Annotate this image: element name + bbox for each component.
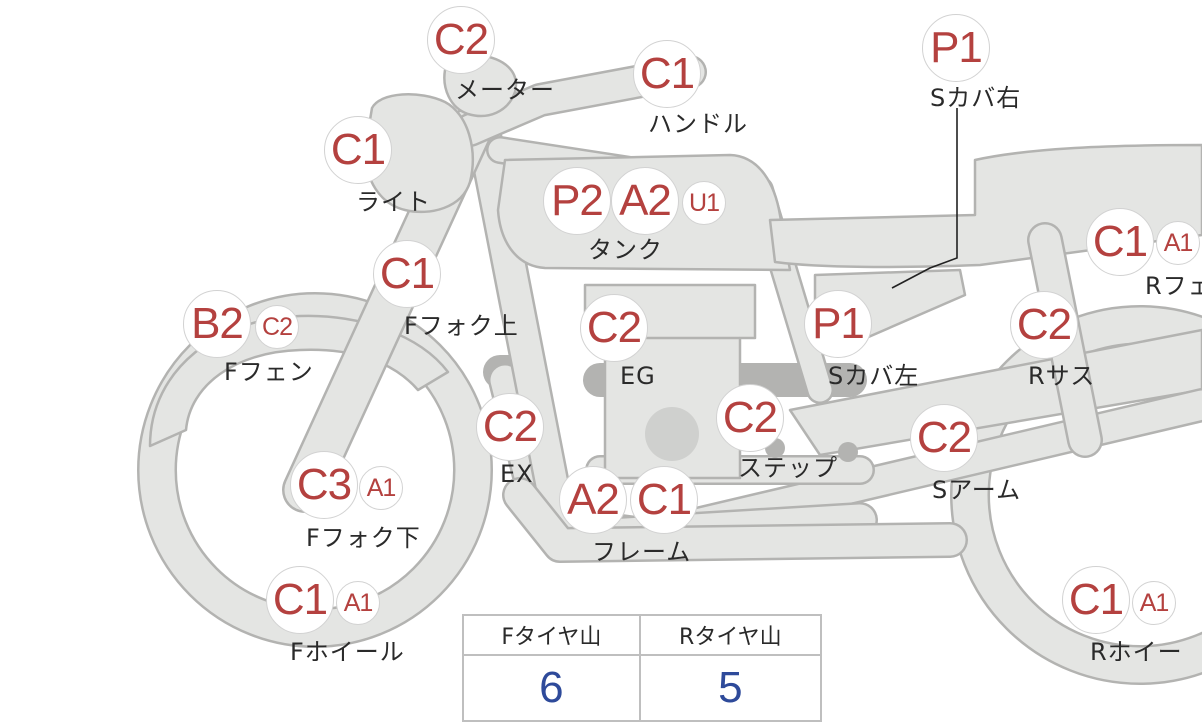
light-label: ライト xyxy=(356,188,431,216)
exhaust-label: EX xyxy=(500,460,534,488)
meter-code-badge: C2 xyxy=(427,6,495,74)
f-fork-upper-code-badge: C1 xyxy=(373,240,441,308)
exhaust-code-badge: C2 xyxy=(476,393,544,461)
leader-line xyxy=(891,108,958,289)
tank-code-badge: U1 xyxy=(682,181,726,225)
f-fork-lower-code-badge: A1 xyxy=(359,466,403,510)
f-fender-code-badge: B2 xyxy=(183,290,251,358)
frame-code-badge: C1 xyxy=(630,466,698,534)
headlight-shape xyxy=(363,93,474,214)
f-fork-lower-label: Fフォク下 xyxy=(306,524,421,552)
f-fender-label: Fフェン xyxy=(224,358,314,386)
r-fender-code-badge: C1 xyxy=(1086,208,1154,276)
f-fender-code-badge: C2 xyxy=(255,305,299,349)
tank-code-badge: A2 xyxy=(611,167,679,235)
front-tire-value: 6 xyxy=(462,654,641,722)
tank-code-badge: P2 xyxy=(543,167,611,235)
step-code-badge: C2 xyxy=(716,384,784,452)
r-fender-code-badge: A1 xyxy=(1156,221,1200,265)
handle-label: ハンドル xyxy=(648,110,748,138)
r-wheel-code-badge: A1 xyxy=(1132,581,1176,625)
light-code-badge: C1 xyxy=(324,116,392,184)
s-cover-left-code-badge: P1 xyxy=(804,290,872,358)
s-cover-right-code-badge: P1 xyxy=(922,14,990,82)
f-fork-upper-label: Fフォク上 xyxy=(404,312,519,340)
s-cover-left-label: Sカバ左 xyxy=(828,362,920,390)
rear-tire-header: Rタイヤ山 xyxy=(638,614,823,656)
tank-label: タンク xyxy=(588,236,663,264)
r-suspension-code-badge: C2 xyxy=(1010,291,1078,359)
swing-arm-code-badge: C2 xyxy=(910,404,978,472)
step-label: ステップ xyxy=(738,454,838,482)
front-tire-header: Fタイヤ山 xyxy=(462,614,641,656)
engine-code-badge: C2 xyxy=(580,294,648,362)
r-wheel-label: Rホイー xyxy=(1090,638,1183,666)
f-wheel-code-badge: A1 xyxy=(336,581,380,625)
r-fender-label: Rフェ xyxy=(1145,272,1202,300)
meter-label: メーター xyxy=(455,76,555,104)
r-suspension-label: Rサス xyxy=(1028,362,1096,390)
f-wheel-code-badge: C1 xyxy=(266,566,334,634)
frame-label: フレーム xyxy=(592,538,692,566)
r-wheel-code-badge: C1 xyxy=(1062,566,1130,634)
step-peg xyxy=(838,442,858,462)
engine-label: EG xyxy=(620,362,656,390)
frame-code-badge: A2 xyxy=(559,466,627,534)
handle-code-badge: C1 xyxy=(633,40,701,108)
rear-wheel-shape xyxy=(950,305,1202,685)
tire-tread-table: Fタイヤ山 Rタイヤ山 6 5 xyxy=(462,614,823,722)
f-wheel-label: Fホイール xyxy=(290,638,405,666)
rear-tire-value: 5 xyxy=(638,654,823,722)
s-cover-right-label: Sカバ右 xyxy=(930,84,1022,112)
f-fork-lower-code-badge: C3 xyxy=(290,451,358,519)
swing-arm-label: Sアーム xyxy=(932,476,1022,504)
